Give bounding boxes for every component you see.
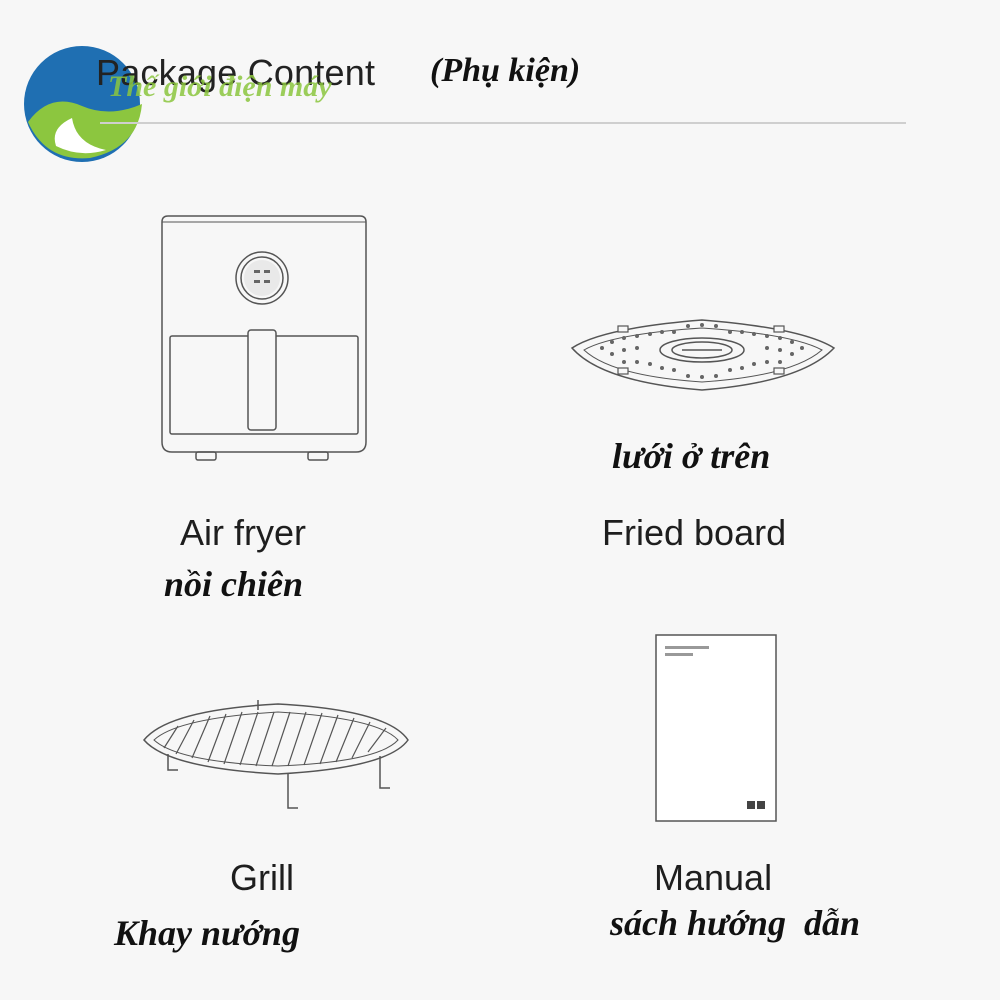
header-divider <box>100 122 906 124</box>
air-fryer-illustration <box>161 215 367 461</box>
item-label-air-fryer-vi: nồi chiên <box>164 564 304 604</box>
manual-illustration <box>655 634 777 822</box>
item-label-grill-vi: Khay nướng <box>114 913 300 953</box>
watermark-text: Thế giới điện máy <box>108 70 332 103</box>
item-label-manual-vi: sách hướng dẫn <box>610 903 860 943</box>
item-label-air-fryer: Air fryer <box>180 512 306 553</box>
brand-logo <box>24 46 142 162</box>
item-label-manual: Manual <box>654 857 773 898</box>
fried-board-illustration <box>570 319 836 391</box>
grill-illustration <box>143 700 409 809</box>
page-title-vi: (Phụ kiện) <box>430 52 581 89</box>
item-label-fried-board: Fried board <box>602 512 787 553</box>
page-title: Package Content <box>96 52 376 93</box>
item-label-fried-board-vi: lưới ở trên <box>612 436 771 476</box>
item-label-grill: Grill <box>230 857 294 898</box>
